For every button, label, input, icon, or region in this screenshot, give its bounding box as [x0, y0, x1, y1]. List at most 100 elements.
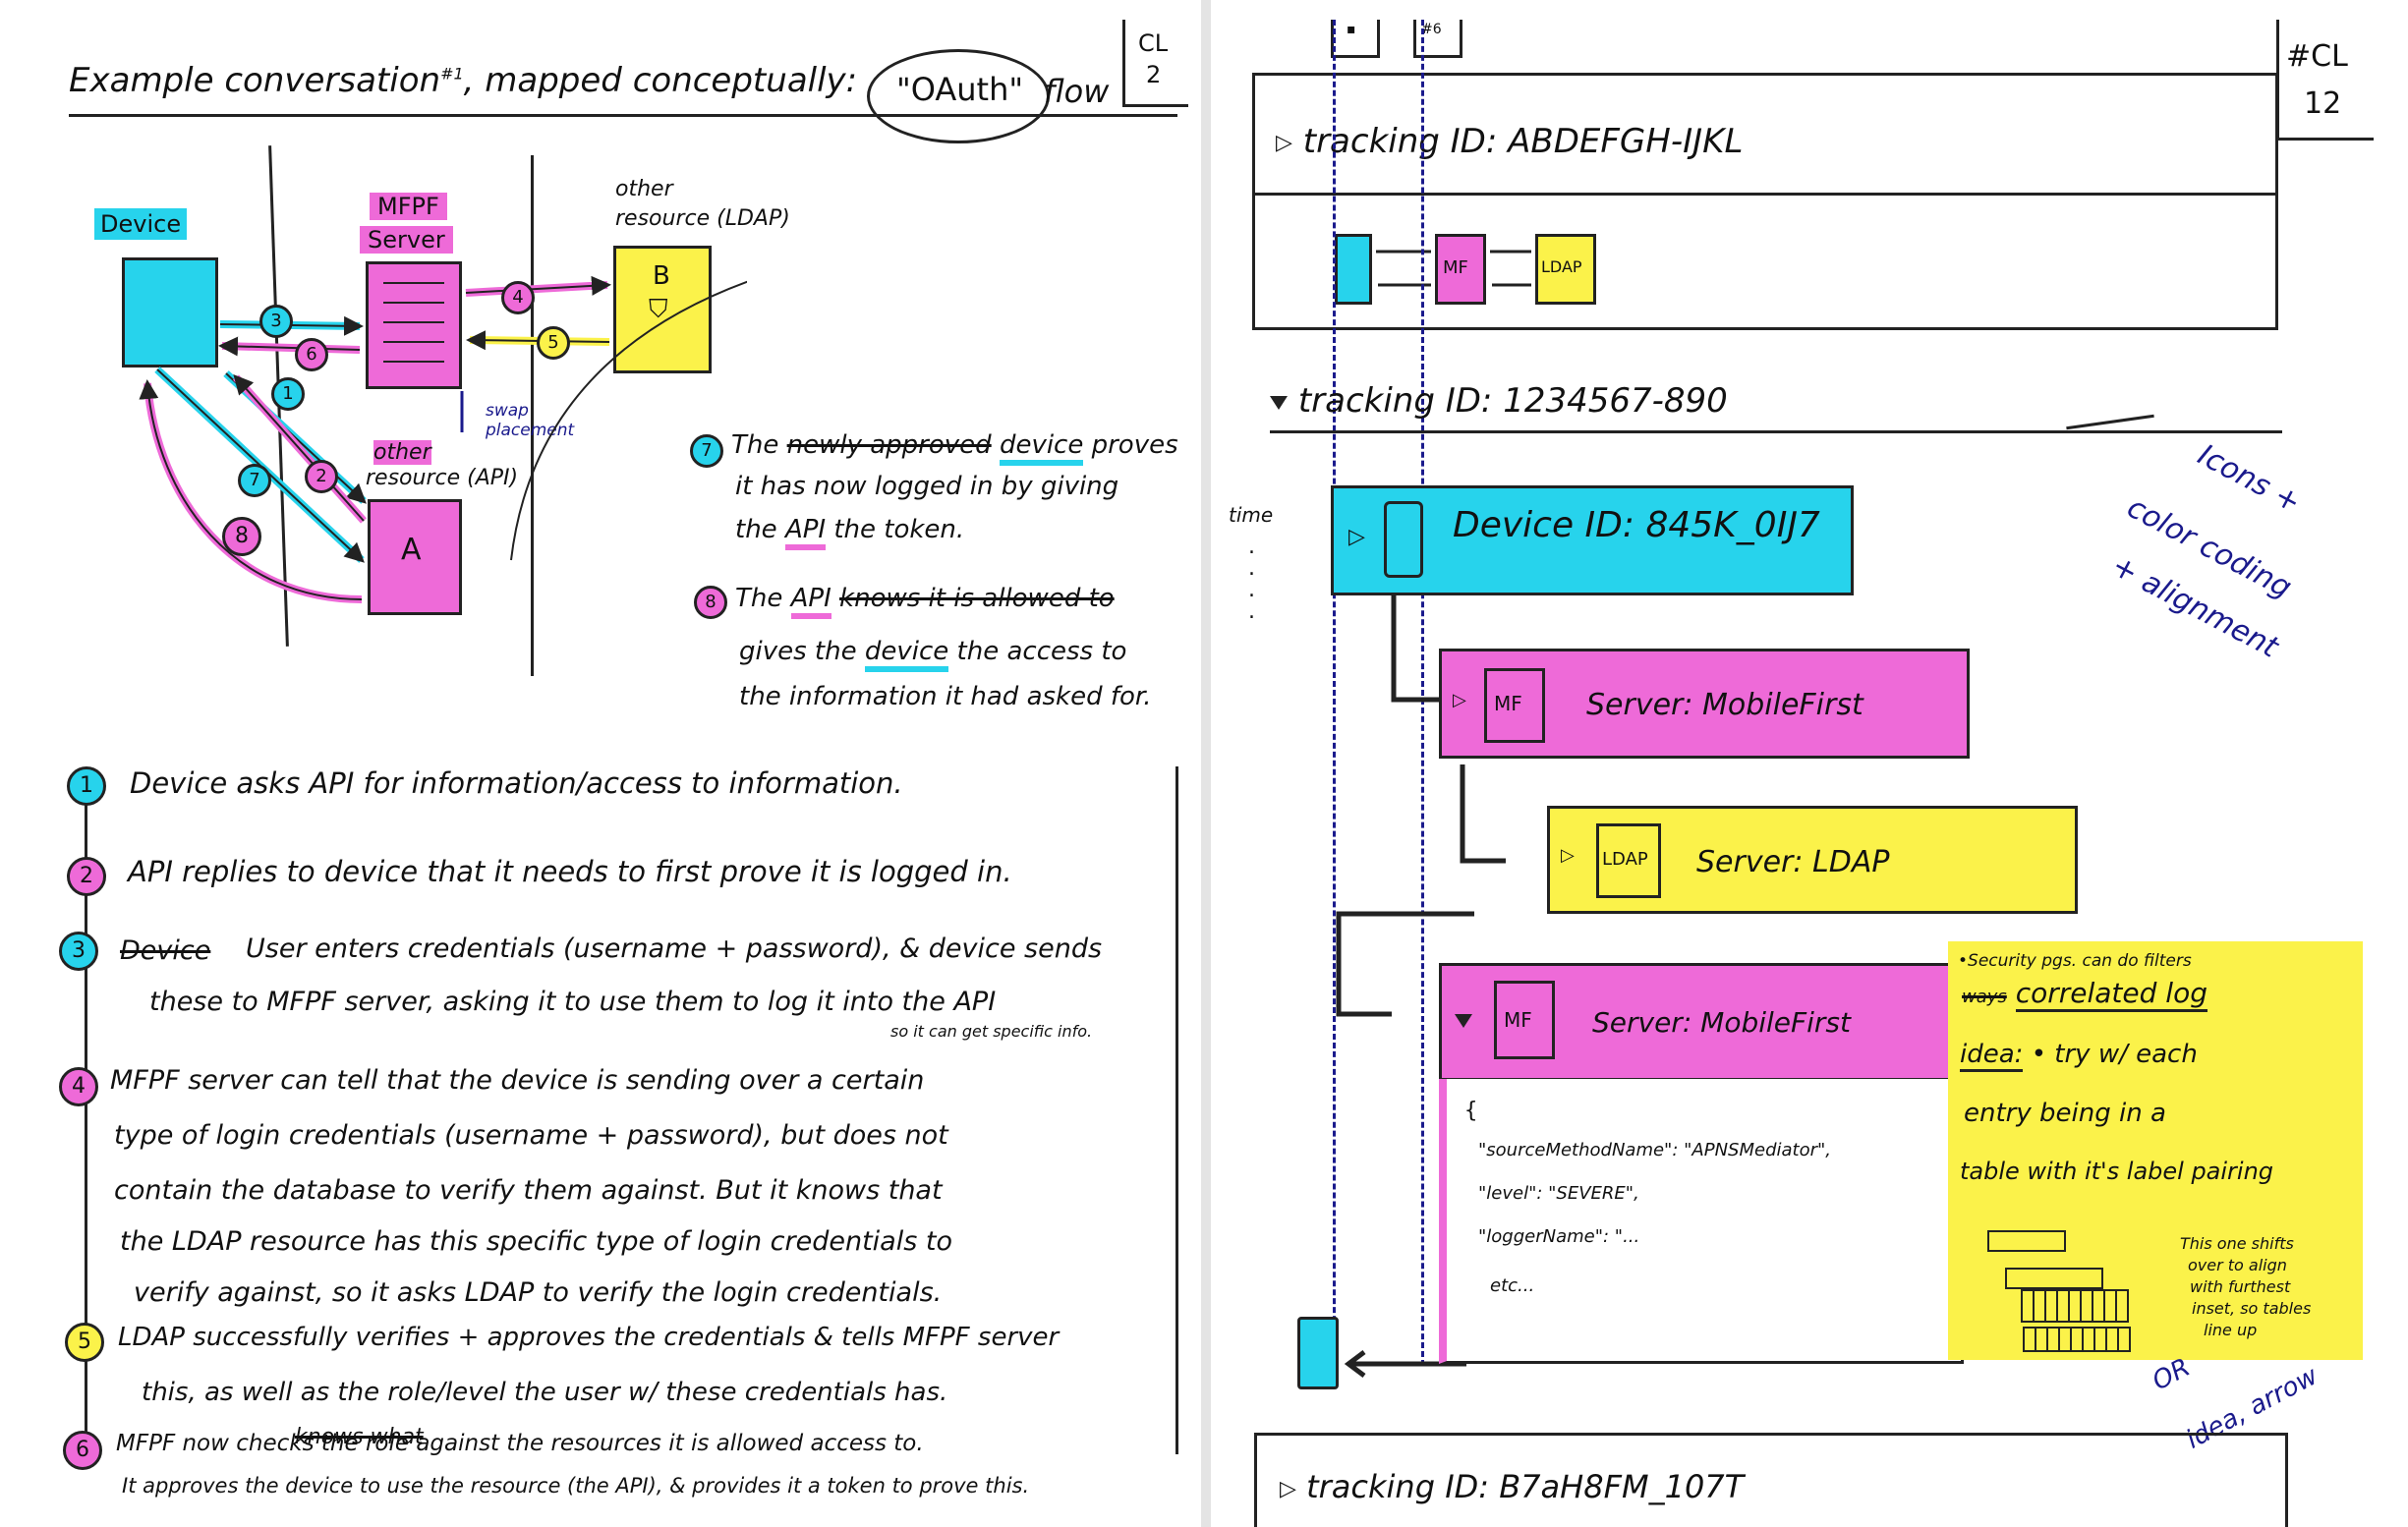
server-mf-row-2-label: Server: MobileFirst: [1592, 1006, 1851, 1039]
server-mf-row-2-collapse-icon[interactable]: [1455, 1014, 1472, 1028]
arrow-num-8: 8: [222, 517, 261, 556]
json-line-1: {: [1464, 1099, 1478, 1123]
step-4-line2: type of login credentials (username + pa…: [114, 1120, 948, 1151]
collapse-toggle-icon[interactable]: [1270, 395, 1288, 410]
server-ldap-row-expand-icon[interactable]: ▷: [1561, 845, 1575, 866]
step-3-num: 3: [59, 932, 98, 971]
right-margin-line: [1175, 766, 1178, 1454]
server-mf-row-1-icon: [1484, 668, 1545, 743]
mfpf-label-1: MFPF: [370, 193, 447, 220]
device-row-expand-icon[interactable]: ▷: [1348, 525, 1365, 549]
title-sup: #1: [440, 64, 464, 84]
arrow-num-6: 6: [295, 338, 328, 371]
step-4-line1: MFPF server can tell that the device is …: [110, 1065, 925, 1096]
tracking-entry-1-divider: [1252, 193, 2278, 196]
server-mf-row-1-expand-icon[interactable]: ▷: [1453, 690, 1466, 710]
mini-device-icon: [1335, 234, 1372, 305]
note-7-line3-a: the: [735, 515, 777, 544]
note-7-device: device: [999, 430, 1084, 466]
step-6-line2: It approves the device to use the resour…: [122, 1474, 1030, 1498]
step-5-num: 5: [65, 1323, 104, 1362]
server-mf-row-1-icon-label: MF: [1494, 692, 1522, 715]
step-5-line1: LDAP successfully verifies + approves th…: [118, 1323, 1060, 1352]
note-7-line3-b: the token.: [833, 515, 965, 544]
other-resource-bottom-1: other: [373, 440, 431, 465]
tracking-entry-1-row[interactable]: ▷ tracking ID: ABDEFGH-IJKL: [1276, 122, 1743, 161]
step-3-struck: Device: [120, 935, 211, 966]
note-8-device: device: [864, 637, 949, 672]
corner-tag-right-2: 12: [2304, 86, 2342, 121]
page-title: Example conversation#1, mapped conceptua…: [69, 61, 857, 100]
arrow-num-1: 1: [271, 377, 305, 411]
mfpf-label-2: Server: [360, 226, 453, 254]
tracking-entry-2-row[interactable]: tracking ID: 1234567-890: [1270, 381, 1728, 421]
oauth-circle: [867, 49, 1050, 143]
mini-mf-icon: [1435, 234, 1486, 305]
lifeline-right: [531, 155, 534, 676]
corner-tag-right: [2276, 20, 2374, 141]
note-7-line3: the API the token.: [735, 515, 965, 550]
mini-mf-label: MF: [1443, 257, 1468, 278]
step-6-num: 6: [63, 1431, 102, 1470]
other-resource-bottom-2: resource (API): [366, 466, 519, 490]
tracking-entry-1[interactable]: [1252, 73, 2278, 330]
sticky-arrow-note-5: line up: [2204, 1321, 2258, 1339]
server-mf-row-2-icon: [1494, 981, 1555, 1059]
page-gutter: [1201, 0, 1211, 1527]
box-a-label: A: [401, 533, 422, 567]
sticky-arrow-note-3: with furthest: [2190, 1277, 2291, 1296]
side-note-line1: Icons +: [2192, 437, 2307, 521]
mini-ldap-icon: [1535, 234, 1596, 305]
note-7-line1: The newly approved device proves: [731, 430, 1178, 466]
right-notebook-page: ▪ #6 #CL 12 ▷ tracking ID: ABDEFGH-IJKL …: [1211, 0, 2408, 1527]
note-8-num: 8: [694, 586, 727, 619]
server-ldap-row-icon: [1596, 823, 1661, 898]
title-flow: flow: [1044, 73, 1110, 110]
tracking-entry-3-row[interactable]: ▷ tracking ID: B7aH8FM_107T: [1280, 1468, 1744, 1505]
step-6-struck: knows what: [295, 1425, 424, 1449]
title-mid: , mapped conceptually:: [463, 61, 858, 100]
step-4-num: 4: [59, 1067, 98, 1106]
mfpf-server-box: [366, 261, 462, 389]
alignment-guide-1: [1333, 20, 1336, 1366]
step-4-line4: the LDAP resource has this specific type…: [120, 1226, 952, 1257]
expand-toggle-icon[interactable]: ▷: [1276, 131, 1292, 155]
arrow-num-4: 4: [501, 281, 535, 314]
mini-flow-arrows: [1376, 250, 1531, 287]
step-6-line1: MFPF now checks the role against the res…: [116, 1431, 924, 1456]
column-tab-2: [1413, 20, 1462, 58]
tracking-id-2: tracking ID: 1234567-890: [1297, 381, 1728, 421]
title-prefix: Example conversation: [69, 61, 441, 100]
corner-tag-line1: CL: [1138, 29, 1169, 57]
note-8-api: API: [790, 584, 831, 619]
note-8-line2-a: gives the: [739, 637, 857, 666]
column-tab-1: [1331, 20, 1380, 58]
side-note-divider: [2066, 414, 2154, 430]
left-notebook-page: Example conversation#1, mapped conceptua…: [0, 0, 1201, 1527]
sticky-idea: idea:: [1960, 1040, 2024, 1072]
step-4-line5: verify against, so it asks LDAP to verif…: [134, 1277, 943, 1308]
note-7-the: The: [731, 430, 779, 460]
tracking-entry-3-expand-icon[interactable]: ▷: [1280, 1476, 1296, 1501]
sticky-arrow-note-4: inset, so tables: [2192, 1299, 2312, 1318]
sticky-line5: table with it's label pairing: [1960, 1158, 2274, 1185]
json-line-2: "sourceMethodName": "APNSMediator",: [1478, 1140, 1831, 1160]
step-1-num: 1: [67, 766, 106, 806]
arrow-num-5: 5: [537, 326, 570, 360]
swap-note-2: placement: [486, 421, 575, 440]
time-axis-dots: . . . .: [1248, 535, 1255, 624]
hierarchy-connectors: [1336, 595, 1506, 1378]
tracking-entry-3[interactable]: [1254, 1433, 2288, 1527]
corner-tag-line2: 2: [1146, 61, 1162, 88]
corner-tag: [1122, 20, 1188, 107]
mfpf-server-lines: [383, 282, 444, 363]
swap-note-1: swap: [486, 401, 529, 421]
note-7-struck: newly approved: [786, 430, 992, 460]
column-tab-1-label: ▪: [1347, 22, 1356, 37]
arrow-num-3: 3: [259, 305, 293, 338]
server-ldap-row-label: Server: LDAP: [1696, 845, 1890, 879]
sticky-arrow-note-1: This one shifts: [2180, 1234, 2294, 1253]
server-mf-row-1-label: Server: MobileFirst: [1586, 688, 1863, 722]
sticky-arrow-note-2: over to align: [2188, 1256, 2287, 1274]
device-row-label: Device ID: 845K_0IJ7: [1453, 505, 1820, 545]
